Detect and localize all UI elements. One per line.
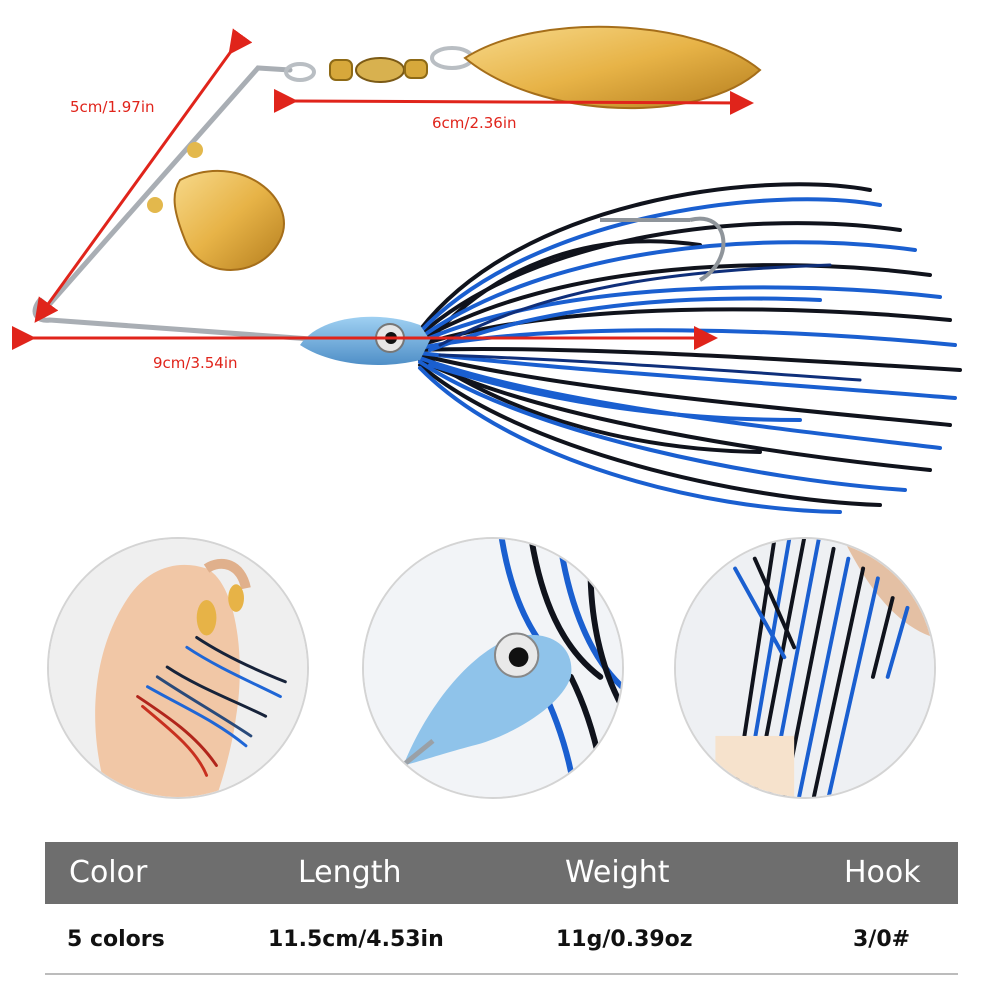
- spec-value-length: 11.5cm/4.53in: [268, 927, 444, 952]
- detail-photo-skirt: [674, 537, 936, 799]
- spec-value-color: 5 colors: [67, 927, 165, 952]
- spec-header-weight: Weight: [565, 855, 670, 890]
- silicone-skirt: [418, 182, 962, 514]
- colorado-blade: [147, 142, 285, 271]
- spec-header-color: Color: [69, 855, 148, 890]
- dimension-arrows: [12, 28, 754, 350]
- detail-photo-hand-holding-lures: [47, 537, 309, 799]
- height-dimension-label: 5cm/1.97in: [70, 98, 155, 116]
- spec-header-hook: Hook: [844, 855, 921, 890]
- willow-blade: [463, 25, 762, 110]
- spec-table-bottom-rule: [45, 973, 958, 975]
- spec-header-length: Length: [298, 855, 402, 890]
- spec-table-header: Color Length Weight Hook: [45, 842, 958, 904]
- height-arrow: [34, 28, 253, 323]
- spec-value-weight: 11g/0.39oz: [556, 927, 693, 952]
- swivel: [284, 46, 474, 83]
- detail-photo-head-eye: [362, 537, 624, 799]
- total-length-dimension-label: 9cm/3.54in: [153, 354, 238, 372]
- blade-length-dimension-label: 6cm/2.36in: [432, 114, 517, 132]
- spec-value-hook: 3/0#: [853, 927, 911, 952]
- blade-length-arrow: [273, 88, 754, 115]
- spinnerbait-hero-image: [12, 25, 962, 514]
